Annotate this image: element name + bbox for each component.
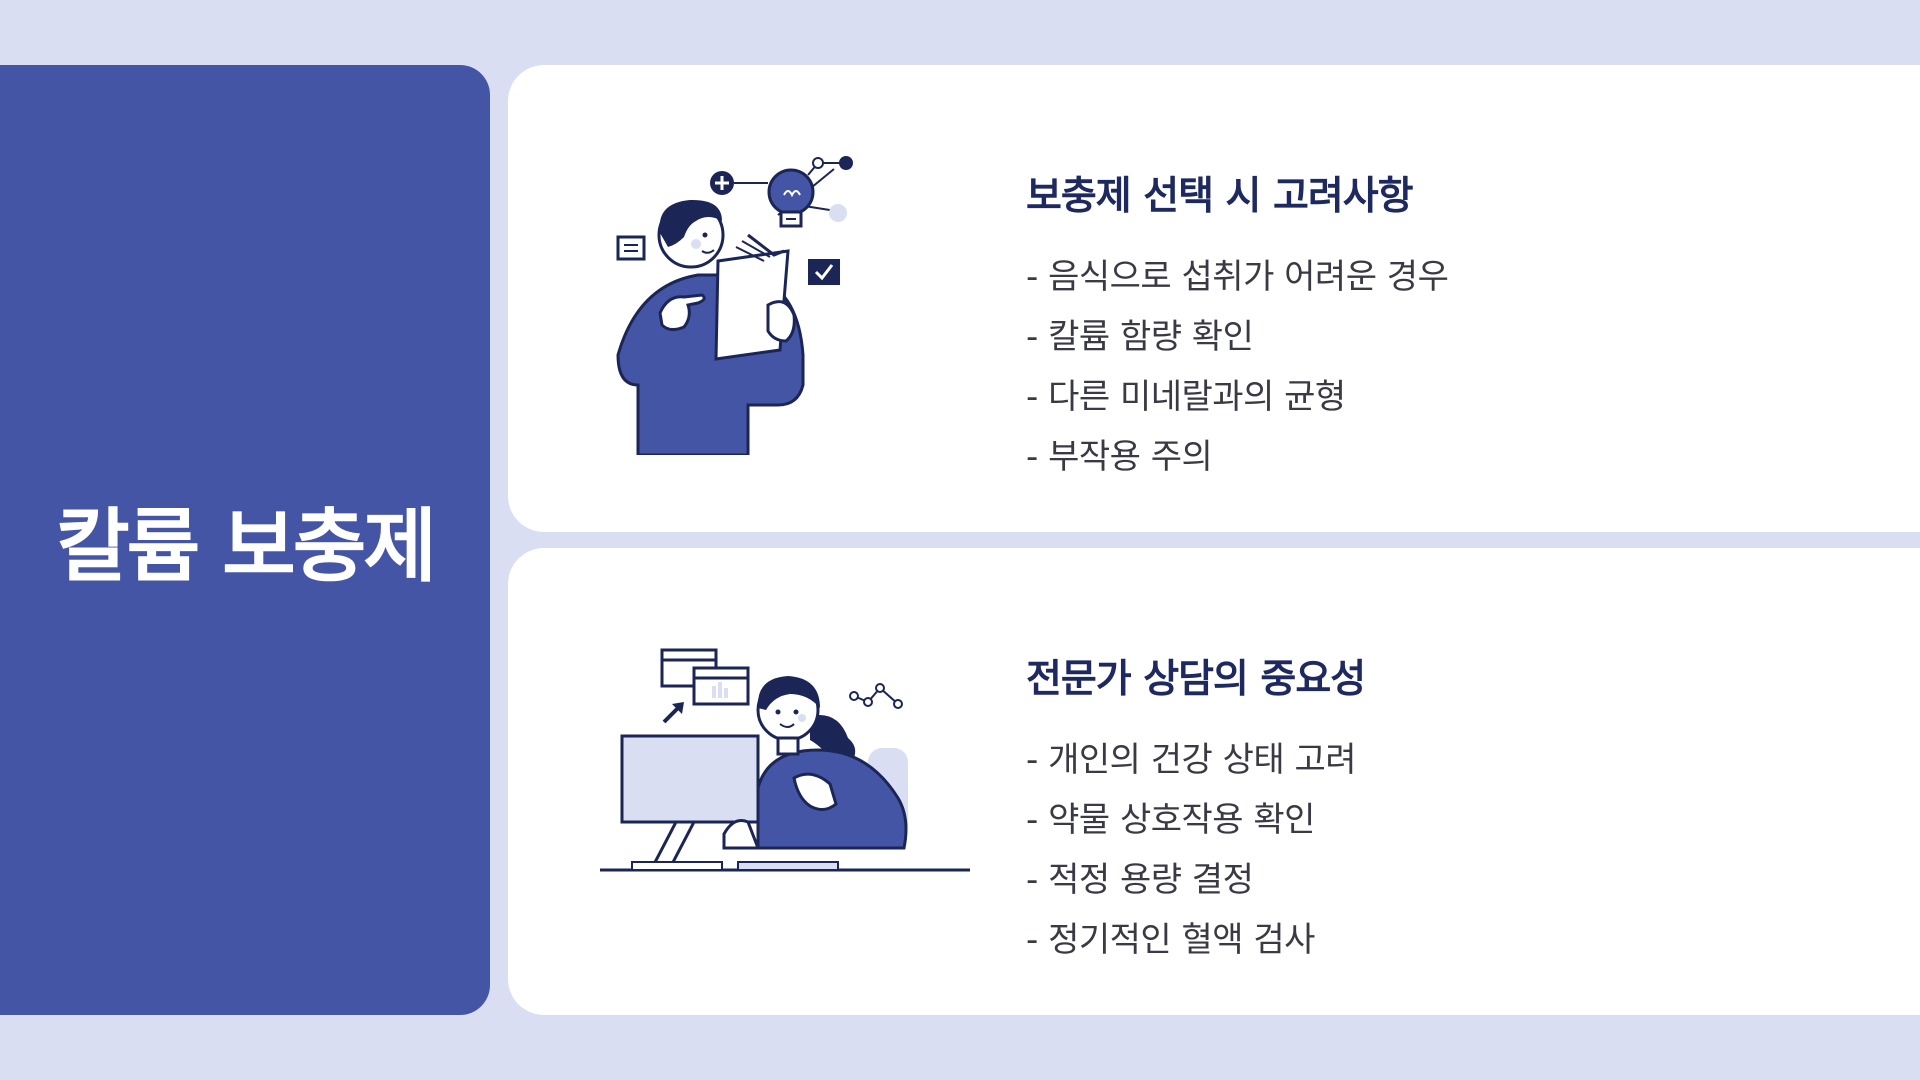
card-heading: 전문가 상담의 중요성 xyxy=(1026,657,1366,702)
slide-title: 칼륨 보충제 xyxy=(56,500,437,593)
list-item: - 다른 미네랄과의 균형 xyxy=(1026,377,1346,417)
bullet-list: - 개인의 건강 상태 고려 - 약물 상호작용 확인 - 적정 용량 결정 -… xyxy=(1026,730,1365,970)
list-item: - 개인의 건강 상태 고려 xyxy=(1026,740,1357,780)
title-panel: 칼륨 보충제 xyxy=(0,65,490,1015)
list-item: - 부작용 주의 xyxy=(1026,437,1213,477)
card-text: 전문가 상담의 중요성 - 개인의 건강 상태 고려 - 약물 상호작용 확인 … xyxy=(1026,648,1366,970)
bullet-list: - 음식으로 섭취가 어려운 경우 - 칼륨 함량 확인 - 다른 미네랄과의 … xyxy=(1026,247,1449,487)
card-supplement-selection: 보충제 선택 시 고려사항 - 음식으로 섭취가 어려운 경우 - 칼륨 함량 … xyxy=(508,65,1920,532)
list-item: - 칼륨 함량 확인 xyxy=(1026,317,1254,357)
list-item: - 음식으로 섭취가 어려운 경우 xyxy=(1026,257,1449,297)
list-item: - 약물 상호작용 확인 xyxy=(1026,800,1315,840)
person-reading-idea-icon xyxy=(616,156,853,455)
person-at-computer-icon xyxy=(600,648,970,872)
list-item: - 정기적인 혈액 검사 xyxy=(1026,920,1315,960)
list-item: - 적정 용량 결정 xyxy=(1026,860,1254,900)
card-text: 보충제 선택 시 고려사항 - 음식으로 섭취가 어려운 경우 - 칼륨 함량 … xyxy=(1026,165,1449,487)
card-expert-consultation: 전문가 상담의 중요성 - 개인의 건강 상태 고려 - 약물 상호작용 확인 … xyxy=(508,548,1920,1015)
card-heading: 보충제 선택 시 고려사항 xyxy=(1026,174,1414,219)
